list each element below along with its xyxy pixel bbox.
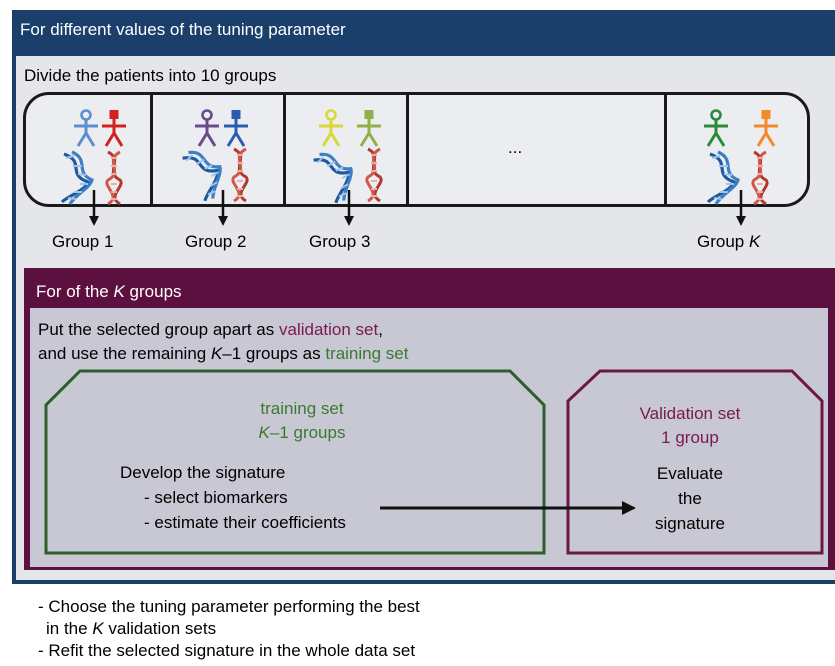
group-divider	[406, 92, 409, 207]
group-divider	[150, 92, 153, 207]
develop-signature: Develop the signature - select biomarker…	[120, 463, 346, 532]
final-steps: - Choose the tuning parameter performing…	[38, 597, 420, 660]
group-label-k: Group K	[697, 232, 761, 251]
training-set-title: training set K–1 groups	[258, 399, 346, 442]
group-label-3: Group 3	[309, 232, 371, 251]
divide-label: Divide the patients into 10 groups	[24, 66, 277, 85]
group-divider	[664, 92, 667, 207]
evaluate-signature: Evaluate the signature	[655, 464, 725, 533]
group-label-1: Group 1	[52, 232, 114, 251]
k-groups-title: For of the K groups	[36, 282, 182, 301]
patient-groups-box	[23, 92, 810, 207]
split-instruction: Put the selected group apart as validati…	[38, 320, 409, 363]
group-divider	[283, 92, 286, 207]
group-label-2: Group 2	[185, 232, 247, 251]
validation-set-title: Validation set 1 group	[639, 404, 741, 447]
tuning-panel-title: For different values of the tuning param…	[20, 20, 346, 39]
ellipsis: ...	[508, 138, 523, 157]
